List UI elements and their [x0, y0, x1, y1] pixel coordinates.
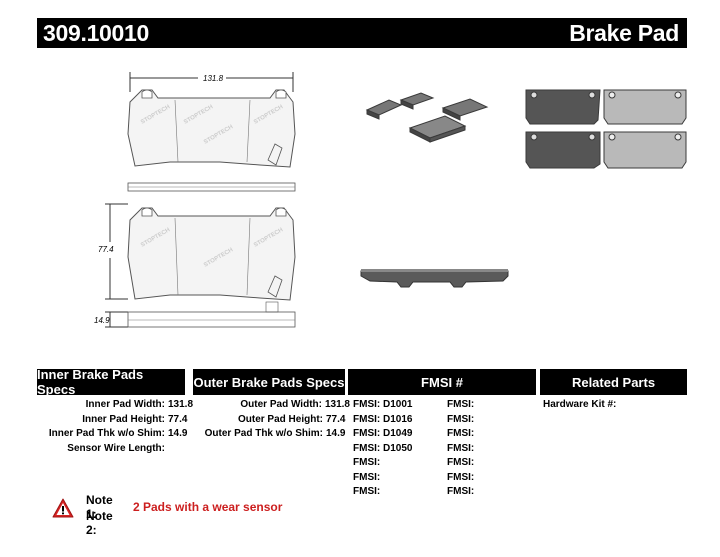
product-type: Brake Pad	[569, 20, 679, 46]
pad-technical-drawing: 131.8 STOPTECH STOPTECH STOPTECH STOPTEC…	[94, 72, 296, 328]
top-pad-outline: STOPTECH STOPTECH STOPTECH STOPTECH	[127, 89, 296, 168]
title-bar: 309.10010 Brake Pad	[37, 18, 687, 48]
inner-specs-list: Inner Pad Width:131.8 Inner Pad Height:7…	[37, 398, 199, 456]
spec-row: Outer Pad Thk w/o Shim:14.9	[204, 428, 346, 439]
spec-row: Inner Pad Thk w/o Shim:14.9	[48, 428, 188, 439]
note-1-label: Note 1:	[86, 493, 113, 521]
spec-row: Outer Pad Width:131.8	[240, 399, 350, 410]
fmsi-row: FMSI:FMSI:	[353, 486, 475, 497]
dim-thickness-label: 14.9	[94, 316, 110, 325]
note-1: Note 1: 2 Pads with a wear sensor	[52, 493, 283, 521]
pads-isometric-photo	[365, 92, 489, 143]
warning-icon	[52, 498, 74, 518]
fmsi-row: FMSI:FMSI:	[353, 457, 475, 468]
pad-side-photo	[360, 269, 509, 288]
part-number: 309.10010	[43, 20, 150, 46]
inner-specs-header: Inner Brake Pads Specs	[37, 367, 185, 397]
notes-section: Note 1: 2 Pads with a wear sensor Note 2…	[52, 493, 283, 537]
bottom-pad-outline: STOPTECH STOPTECH STOPTECH	[127, 207, 296, 301]
dim-height-label: 77.4	[98, 245, 114, 254]
note-2: Note 2:	[52, 509, 282, 537]
spec-row: Inner Pad Width:131.8	[85, 399, 194, 410]
spec-row: Inner Pad Height:77.4	[82, 413, 188, 425]
note-1-value: 2 Pads with a wear sensor	[133, 500, 283, 514]
fmsi-row: FMSI:FMSI:	[353, 471, 475, 483]
outer-specs-list: Outer Pad Width:131.8 Outer Pad Height:7…	[193, 398, 350, 442]
dim-width-label: 131.8	[203, 74, 224, 83]
related-parts-list: Hardware Kit #:	[543, 398, 683, 413]
bottom-pad-side-view	[127, 311, 296, 328]
wear-sensor-tab	[265, 301, 279, 313]
note-2-label: Note 2:	[86, 509, 113, 537]
fmsi-header: FMSI #	[348, 369, 536, 395]
spec-row: Sensor Wire Length:	[67, 442, 165, 454]
related-parts-header: Related Parts	[540, 369, 687, 395]
outer-specs-header: Outer Brake Pads Specs	[193, 369, 345, 395]
hardware-kit-row: Hardware Kit #:	[543, 399, 617, 410]
pads-front-photo	[525, 89, 687, 169]
spec-row: Outer Pad Height:77.4	[237, 413, 346, 425]
